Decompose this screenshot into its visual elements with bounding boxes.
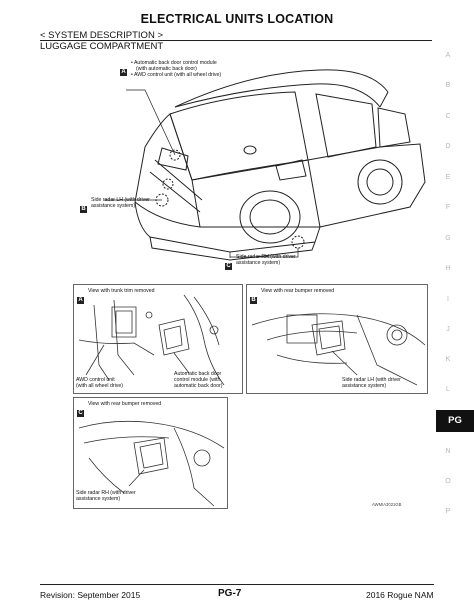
panel-a-illustration bbox=[74, 285, 242, 393]
side-index-item[interactable]: L bbox=[446, 386, 450, 393]
panel-b-caption: View with rear bumper removed bbox=[261, 288, 335, 294]
panel-a-letter-box: A bbox=[77, 288, 84, 306]
callout-c-text: Side radar RH (with driver assistance sy… bbox=[236, 254, 326, 266]
callout-b-letter: B bbox=[80, 206, 87, 213]
footer-page-number: PG-7 bbox=[218, 588, 242, 599]
panel-a-label-left-line: (with all wheel drive) bbox=[76, 383, 123, 390]
panel-b-illustration bbox=[247, 285, 427, 393]
panel-c-letter: C bbox=[77, 410, 84, 417]
footer-revision: Revision: September 2015 bbox=[40, 590, 141, 600]
side-index-item[interactable]: C bbox=[445, 113, 451, 120]
callout-a-letter: A bbox=[120, 69, 127, 76]
callout-b-line: assistance system) bbox=[91, 203, 136, 210]
callout-c-line: assistance system) bbox=[236, 260, 281, 267]
side-index-item[interactable]: A bbox=[445, 52, 451, 59]
panel-a-label-right: Automatic back door control module (with… bbox=[174, 371, 222, 390]
panel-a-label-left-line: AWD control unit bbox=[76, 377, 115, 383]
callout-c-line: Side radar RH (with driver bbox=[236, 254, 296, 260]
panel-c-illustration bbox=[74, 398, 227, 508]
side-index-item[interactable]: O bbox=[445, 478, 451, 485]
panel-b-label: Side radar LH (with driver assistance sy… bbox=[342, 377, 401, 389]
callout-b: B bbox=[80, 197, 87, 215]
side-index-item[interactable]: D bbox=[445, 143, 451, 150]
callout-a-line: • AWD control unit (with all wheel drive… bbox=[131, 72, 222, 79]
panel-b-label-line: assistance system) bbox=[342, 383, 387, 390]
callout-b-text: Side radar LH (with driver assistance sy… bbox=[91, 197, 181, 209]
panel-b-label-line: Side radar LH (with driver bbox=[342, 377, 401, 383]
panel-c-letter-box: C bbox=[77, 401, 84, 419]
side-index-active-tab[interactable]: PG bbox=[436, 410, 474, 432]
panel-c-label-line: assistance system) bbox=[76, 496, 121, 503]
side-index-item[interactable]: P bbox=[445, 508, 451, 515]
side-index-item[interactable]: J bbox=[446, 326, 450, 333]
footer-model: 2016 Rogue NAM bbox=[366, 590, 434, 600]
side-index-item[interactable]: F bbox=[445, 204, 451, 211]
panel-c-caption: View with rear bumper removed bbox=[88, 401, 162, 407]
side-index-item[interactable]: H bbox=[445, 265, 451, 272]
panel-c-label: Side radar RH (with driver assistance sy… bbox=[76, 490, 136, 502]
panel-a-label-left: AWD control unit (with all wheel drive) bbox=[76, 377, 123, 389]
detail-panel-b: B View with rear bumper removed Side rad… bbox=[246, 284, 428, 394]
callout-a-line: • Automatic back door control module bbox=[131, 60, 217, 66]
callout-b-line: Side radar LH (with driver bbox=[91, 197, 150, 203]
vehicle-overview-illustration bbox=[80, 52, 430, 282]
figure-code: AWMIA3021GB bbox=[372, 502, 402, 507]
breadcrumb: < SYSTEM DESCRIPTION > bbox=[40, 30, 163, 41]
panel-a-caption: View with trunk trim removed bbox=[88, 288, 155, 294]
callout-a-line: (with automatic back door) bbox=[136, 66, 197, 73]
callout-a-text: • Automatic back door control module (wi… bbox=[131, 60, 241, 79]
section-heading: LUGGAGE COMPARTMENT bbox=[40, 41, 164, 52]
callout-a: A bbox=[120, 60, 127, 78]
panel-a-label-right-line: Automatic back door bbox=[174, 371, 222, 377]
detail-panel-c: C View with rear bumper removed Side rad… bbox=[73, 397, 228, 509]
side-index-item[interactable]: N bbox=[445, 448, 451, 455]
side-index-item[interactable]: B bbox=[445, 82, 451, 89]
header-divider bbox=[40, 40, 432, 41]
footer-divider bbox=[40, 584, 434, 585]
panel-a-letter: A bbox=[77, 297, 84, 304]
side-index-item[interactable]: I bbox=[447, 296, 449, 303]
panel-a-label-right-line: automatic back door) bbox=[174, 383, 223, 390]
panel-b-letter-box: B bbox=[250, 288, 257, 306]
panel-c-label-line: Side radar RH (with driver bbox=[76, 490, 136, 496]
side-index-item[interactable]: E bbox=[445, 174, 451, 181]
panel-b-letter: B bbox=[250, 297, 257, 304]
detail-panel-a: A View with trunk trim removed AWD contr… bbox=[73, 284, 243, 394]
panel-a-label-right-line: control module (with bbox=[174, 377, 221, 384]
callout-c-letter: C bbox=[225, 263, 232, 270]
page-title: ELECTRICAL UNITS LOCATION bbox=[140, 12, 334, 26]
side-index-item[interactable]: K bbox=[445, 356, 451, 363]
callout-c: C bbox=[225, 254, 232, 272]
side-index-item[interactable]: G bbox=[445, 235, 451, 242]
